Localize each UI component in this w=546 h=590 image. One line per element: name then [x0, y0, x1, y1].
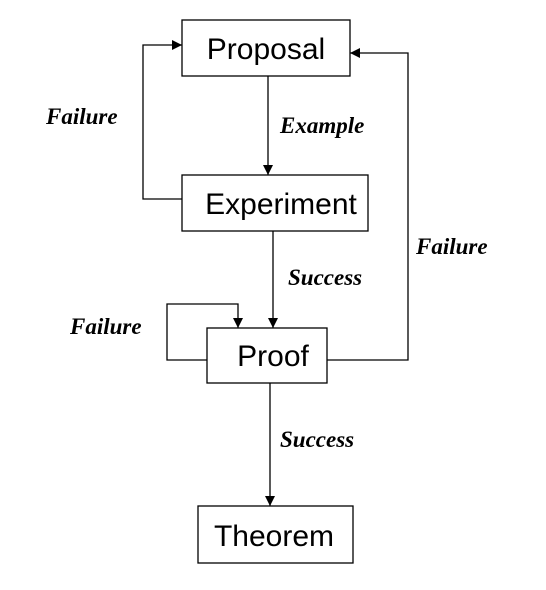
node-proposal: Proposal: [181, 19, 351, 77]
theorem-box: [197, 505, 354, 564]
experiment-box: [181, 174, 369, 232]
proof-label: Proof: [237, 340, 309, 373]
edge-experiment-to-proposal: [142, 40, 182, 200]
label-success-lower: Success: [280, 427, 354, 452]
edge-proof-self-loop: [166, 303, 243, 361]
label-failure-left: Failure: [45, 104, 118, 129]
theorem-label: Theorem: [214, 520, 334, 553]
experiment-label: Experiment: [205, 188, 357, 221]
label-example: Example: [279, 113, 364, 138]
node-theorem: Theorem: [197, 505, 354, 564]
node-experiment: Experiment: [181, 174, 369, 232]
edge-proof-to-proposal: [327, 48, 409, 361]
label-success-upper: Success: [288, 265, 362, 290]
label-failure-loop: Failure: [69, 314, 142, 339]
proposal-box: [181, 19, 351, 77]
label-failure-right: Failure: [415, 234, 488, 259]
proof-box: [206, 327, 328, 384]
node-proof: Proof: [206, 327, 328, 384]
proposal-label: Proposal: [207, 33, 325, 66]
